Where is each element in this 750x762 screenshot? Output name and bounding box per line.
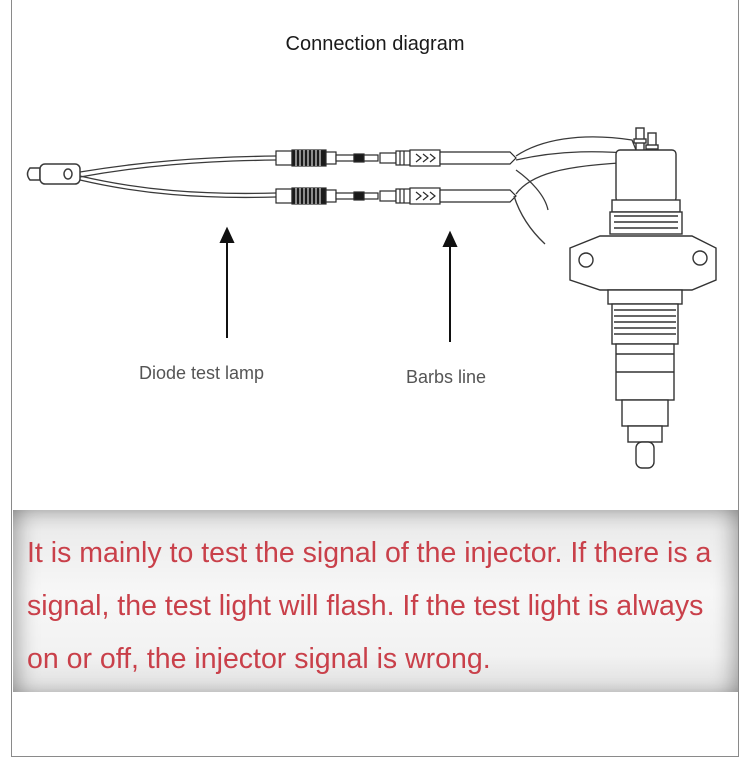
- diode-test-lamp-label: Diode test lamp: [139, 363, 265, 383]
- barbs-line-label: Barbs line: [406, 367, 487, 387]
- arrow-up-icon: [219, 226, 235, 338]
- connector-icon: [275, 187, 379, 205]
- connector-icon: [275, 149, 379, 167]
- arrow-up-icon: [442, 230, 458, 342]
- barb-connector-icon: [379, 149, 517, 167]
- description-text: It is mainly to test the signal of the i…: [27, 537, 712, 675]
- diagram-title: Connection diagram: [285, 33, 465, 55]
- description-banner: [13, 510, 738, 692]
- connection-diagram: [26, 127, 717, 469]
- diode-lamp-icon: [26, 163, 81, 185]
- barb-connector-icon: [379, 187, 517, 205]
- page-frame: [11, 0, 739, 757]
- fuel-injector-icon: [569, 127, 717, 469]
- lamp-wires: [79, 155, 277, 199]
